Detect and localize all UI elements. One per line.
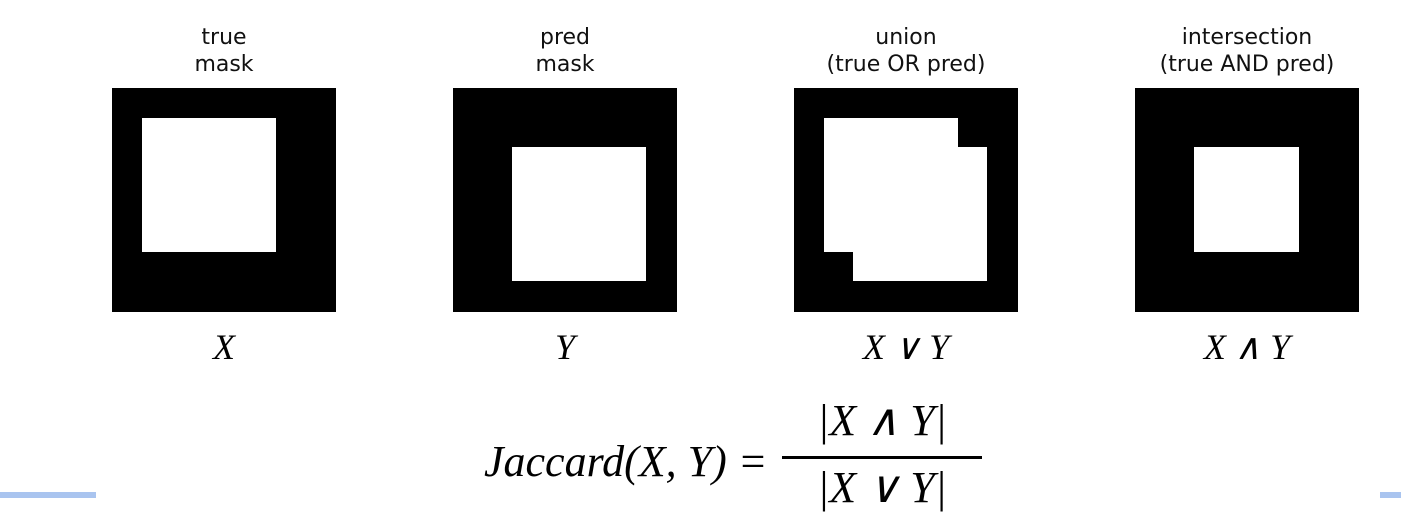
formula-fraction: |X ∧ Y| |X ∨ Y| — [782, 396, 982, 513]
intersection-mask-image — [1135, 88, 1359, 312]
title-line-2: (true AND pred) — [1159, 52, 1335, 77]
panel-title: true mask — [72, 24, 376, 78]
title-line-2: (true OR pred) — [826, 52, 986, 77]
title-line-2: mask — [535, 52, 595, 77]
accent-line-right — [1380, 492, 1401, 498]
title-line-1: true — [201, 25, 247, 50]
title-line-2: mask — [194, 52, 254, 77]
title-line-1: intersection — [1181, 25, 1313, 50]
mask-region — [1194, 147, 1299, 252]
fraction-bar — [782, 456, 982, 459]
formula-lhs: Jaccard(X, Y) = — [484, 437, 768, 486]
set-symbol-y: Y — [554, 327, 576, 367]
mask-region — [512, 147, 646, 281]
set-symbol-union: X ∨ Y — [862, 327, 950, 367]
mask-svg — [112, 88, 336, 312]
accent-line-left — [0, 492, 96, 498]
pred-mask-image — [453, 88, 677, 312]
panel-title: intersection (true AND pred) — [1095, 24, 1399, 78]
title-line-1: pred — [539, 25, 591, 50]
mask-region — [853, 147, 987, 281]
mask-region — [142, 118, 276, 252]
formula-numerator: |X ∧ Y| — [817, 396, 947, 445]
formula-denominator: |X ∨ Y| — [817, 463, 947, 512]
true-mask-image — [112, 88, 336, 312]
mask-svg — [794, 88, 1018, 312]
union-mask-image — [794, 88, 1018, 312]
mask-svg — [1135, 88, 1359, 312]
title-line-1: union — [875, 25, 937, 50]
mask-svg — [453, 88, 677, 312]
panel-title: pred mask — [413, 24, 717, 78]
panel-title: union (true OR pred) — [754, 24, 1058, 78]
set-symbol-x: X — [213, 327, 235, 367]
set-symbol-intersection: X ∧ Y — [1203, 327, 1291, 367]
